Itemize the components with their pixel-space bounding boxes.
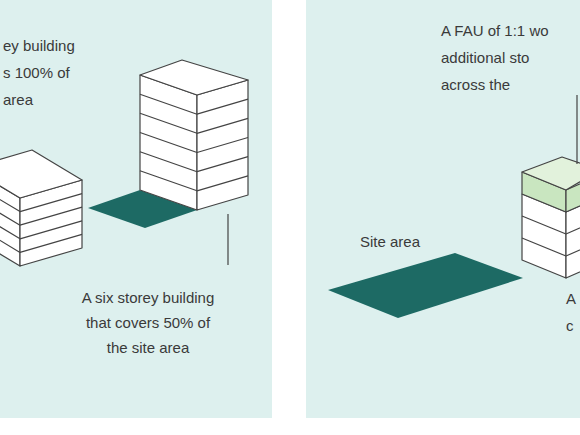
annotation-label: A FAU of 1:1 wo additional sto across th…: [441, 17, 553, 98]
six-storey-building: [140, 60, 248, 210]
fau-building: [522, 157, 580, 278]
left-panel: [0, 0, 272, 418]
right-panel: [306, 0, 580, 418]
annotation-label: A six storey building that covers 50% of…: [78, 285, 218, 360]
leader-line: [576, 95, 577, 164]
annotation-label: Site area: [360, 228, 450, 255]
five-storey-building: [0, 150, 82, 266]
site-area: [328, 253, 523, 318]
annotation-label: ey building s 100% of area: [3, 32, 81, 113]
leader-line: [227, 214, 228, 265]
annotation-label: A c: [566, 285, 578, 339]
